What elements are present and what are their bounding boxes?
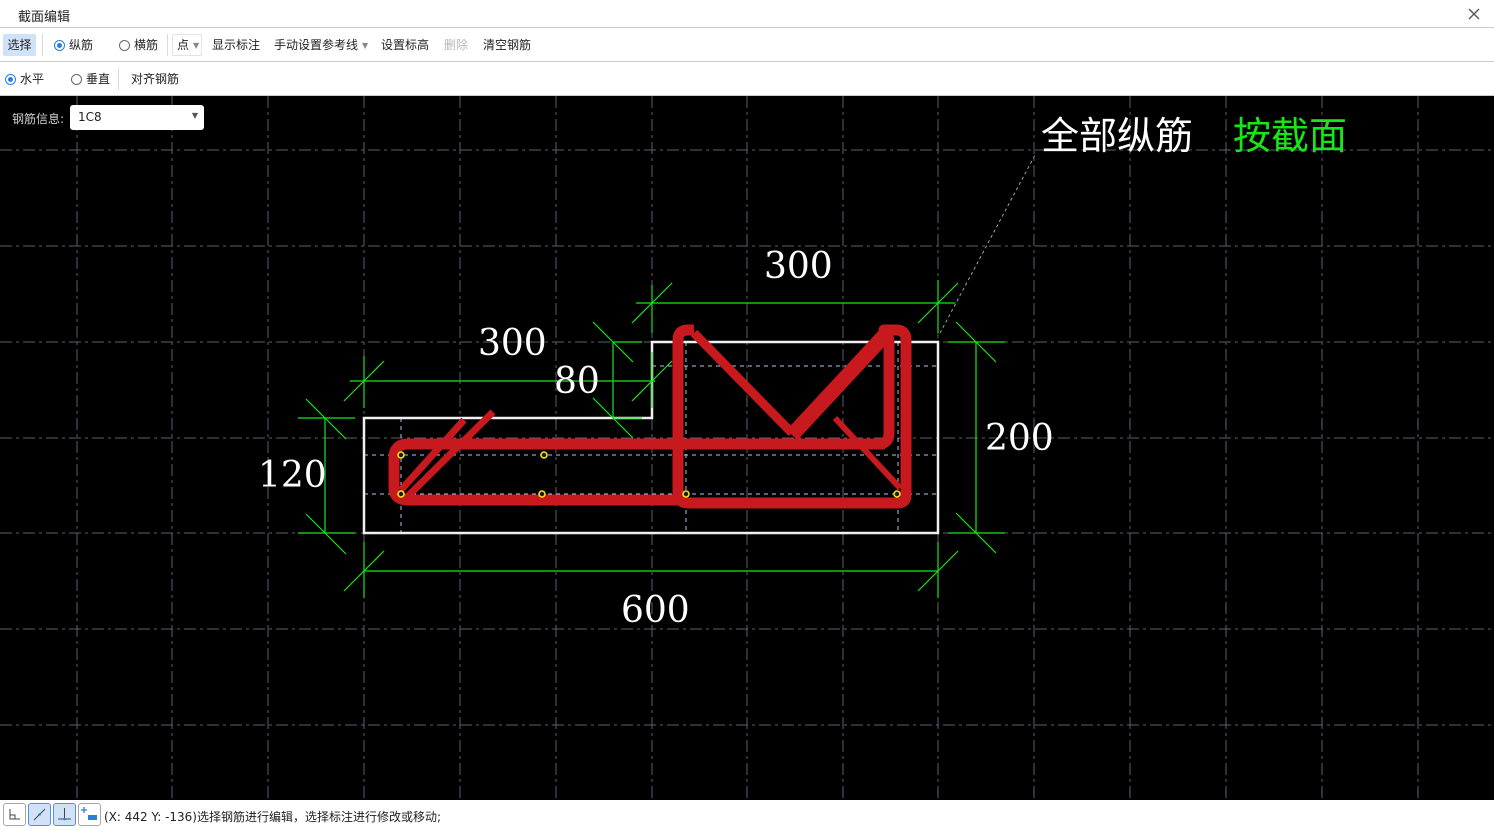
manual-reference-line-dropdown[interactable]: 手动设置参考线▼ (274, 36, 368, 53)
dimension-left-step-width[interactable]: 300 (478, 323, 547, 364)
radio-unchecked-icon (71, 74, 82, 85)
toolbar-divider (42, 34, 43, 56)
dimension-total-width[interactable]: 600 (621, 590, 690, 631)
drawing-canvas[interactable]: 钢筋信息: 1C8 ▼ 300 300 80 120 200 600 全部纵筋 … (0, 96, 1494, 800)
toolbar-divider (167, 34, 168, 56)
status-hint: 选择钢筋进行编辑，选择标注进行修改或移动; (197, 810, 442, 824)
delete-button[interactable]: 删除 (444, 38, 469, 52)
close-icon[interactable] (1464, 4, 1484, 24)
window-title: 截面编辑 (18, 10, 71, 25)
alignment-toolbar: 水平 垂直 对齐钢筋 (0, 62, 1494, 96)
snap-perpendicular-button[interactable] (53, 803, 76, 826)
point-mode-dropdown[interactable]: 点▼ (177, 36, 199, 53)
caret-down-icon: ▼ (191, 111, 198, 120)
select-button[interactable]: 选择 (3, 34, 36, 56)
section-outline (362, 340, 940, 535)
caret-down-icon: ▼ (362, 41, 369, 50)
point-dropdown-frame (172, 34, 202, 56)
set-elevation-button[interactable]: 设置标高 (381, 38, 430, 52)
horizontal-label: 水平 (20, 72, 45, 86)
dimension-lines (298, 280, 1005, 598)
annotation-by-section[interactable]: 按截面 (1233, 114, 1348, 158)
rebar-stirrups (388, 324, 912, 509)
toolbar-divider (118, 68, 119, 90)
main-toolbar: 选择 纵筋 横筋 点▼ 显示标注 手动设置参考线▼ 设置标高 删除 清空钢筋 (0, 28, 1494, 62)
perpendicular-snap-icon (58, 808, 71, 821)
longitudinal-rebar-radio[interactable]: 纵筋 (54, 36, 93, 53)
radio-unchecked-icon (119, 40, 130, 51)
snap-line-button[interactable] (28, 803, 51, 826)
vertical-label: 垂直 (86, 72, 111, 86)
dimension-top-width[interactable]: 300 (764, 246, 833, 287)
rebar-info-label: 钢筋信息: (12, 112, 65, 126)
add-point-button[interactable] (78, 803, 101, 826)
ortho-mode-button[interactable] (3, 803, 26, 826)
dimension-left-height[interactable]: 120 (258, 455, 327, 496)
radio-checked-icon (54, 40, 65, 51)
section-drawing[interactable] (0, 96, 1494, 800)
rebar-info-value: 1C8 (78, 110, 102, 124)
cursor-coordinates: (X: 442 Y: -136) (104, 810, 197, 824)
transverse-rebar-label: 横筋 (134, 38, 159, 52)
dimension-right-height[interactable]: 200 (985, 418, 1054, 459)
horizontal-radio[interactable]: 水平 (5, 70, 44, 87)
point-mode-label: 点 (177, 38, 190, 52)
title-bar: 截面编辑 (0, 0, 1494, 28)
rebar-guides (364, 342, 938, 533)
rebar-info-dropdown[interactable]: 1C8 ▼ (70, 105, 204, 130)
dimension-step-height[interactable]: 80 (554, 361, 600, 402)
radio-checked-icon (5, 74, 16, 85)
rebar-points (397, 451, 901, 498)
annotation-all-longitudinal[interactable]: 全部纵筋 (1041, 114, 1194, 158)
caret-down-icon: ▼ (193, 41, 200, 50)
status-bar: (X: 442 Y: -136)选择钢筋进行编辑，选择标注进行修改或移动; (0, 800, 1494, 831)
add-point-icon (81, 807, 97, 820)
clear-rebar-button[interactable]: 清空钢筋 (483, 38, 532, 52)
manual-reference-line-label: 手动设置参考线 (274, 38, 359, 52)
status-message: (X: 442 Y: -136)选择钢筋进行编辑，选择标注进行修改或移动; (104, 808, 441, 825)
longitudinal-rebar-label: 纵筋 (69, 38, 94, 52)
line-snap-icon (33, 808, 46, 821)
transverse-rebar-radio[interactable]: 横筋 (119, 36, 158, 53)
vertical-radio[interactable]: 垂直 (71, 70, 110, 87)
align-rebar-button[interactable]: 对齐钢筋 (131, 72, 180, 86)
annotation-leader (939, 154, 1036, 334)
show-dimensions-button[interactable]: 显示标注 (212, 38, 261, 52)
ortho-icon (9, 809, 20, 820)
